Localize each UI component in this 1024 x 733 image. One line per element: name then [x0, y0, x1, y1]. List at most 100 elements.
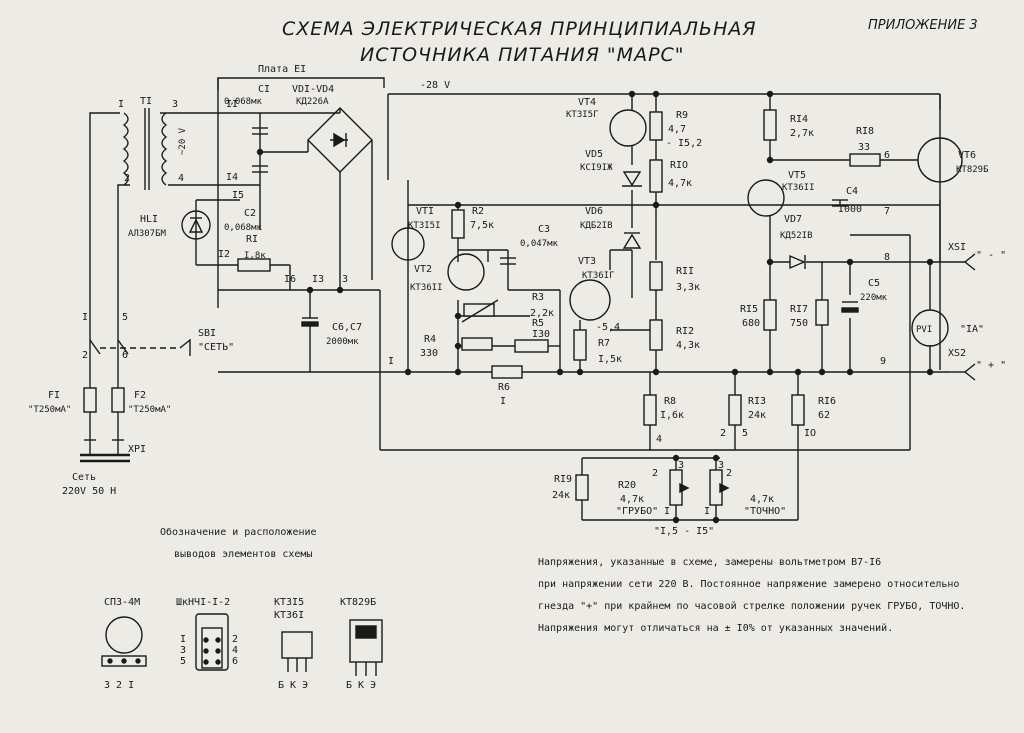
- legend-item-kt829-pins: Б К Э: [346, 680, 376, 691]
- label-pot-pins: "I,5 - I5": [654, 526, 714, 537]
- label-c2-val: 0,068мк: [224, 223, 263, 233]
- legend-title-line-1: Обозначение и расположение: [160, 527, 317, 538]
- label-xp1: XPI: [128, 444, 146, 455]
- label-xs1-sign: " - ": [976, 250, 1006, 261]
- note-line-2: при напряжении сети 220 В. Постоянное на…: [538, 579, 960, 590]
- label-r15: RI5: [740, 304, 758, 315]
- label-r19-val: 24к: [552, 490, 570, 501]
- label-q2: 2: [726, 468, 732, 479]
- label-p2: 2: [652, 468, 658, 479]
- label-f2-val: "T250мА": [128, 405, 171, 415]
- label-r19: RI9: [554, 474, 572, 485]
- legend-conn-right-2: 4: [232, 645, 238, 656]
- label-pv1: PVI: [916, 325, 932, 335]
- label-vd-type: КД226А: [296, 97, 329, 107]
- label-vt3-type: КТ36ІГ: [582, 271, 615, 281]
- label-r9-val: 4,7: [668, 124, 686, 135]
- label-vt5-type: КТ36II: [782, 183, 815, 193]
- label-minus28: -28 V: [420, 80, 450, 91]
- label-c4: C4: [846, 186, 858, 197]
- legend-title-line-2: выводов элементов схемы: [174, 549, 313, 560]
- label-mains-v: 220V 50 H: [62, 486, 116, 497]
- label-r20: R20: [618, 480, 636, 491]
- label-xs2: XS2: [948, 348, 966, 359]
- label-vt6-type: КТ829Б: [956, 165, 989, 175]
- label-xs1: XSI: [948, 242, 966, 253]
- label-r6-val: I: [500, 396, 506, 407]
- title-line-2: ИСТОЧНИКА ПИТАНИЯ "МАРС": [360, 44, 685, 66]
- label-r3-val: 2,2к: [530, 308, 554, 319]
- legend-item-tr-2: КТ36І: [274, 610, 304, 621]
- note-line-4: Напряжения могут отличаться на ± I0% от …: [538, 623, 894, 634]
- label-nI: I: [388, 356, 394, 367]
- label-r20-name: "ГРУБО": [616, 506, 658, 517]
- components: [83, 90, 976, 524]
- label-r1: RI: [246, 234, 258, 245]
- label-s5: 5: [122, 312, 128, 323]
- label-c1-val: 0,068мк: [224, 97, 263, 107]
- label-n16: I6: [284, 274, 296, 285]
- label-c3: C3: [538, 224, 550, 235]
- label-s1: I: [82, 312, 88, 323]
- label-r7: R7: [598, 338, 610, 349]
- label-n2b: 2: [720, 428, 726, 439]
- schematic-labels: Плата EI CI 0,068мк VDI-VD4 КД226А -28 V…: [28, 64, 1006, 537]
- label-xs2-sign: " + ": [976, 360, 1006, 371]
- label-vt3: VT3: [578, 256, 596, 267]
- legend-item-tr-pins: Б К Э: [278, 680, 308, 691]
- label-r5-val: I30: [532, 329, 550, 340]
- label-vd7-type: КД52ІВ: [780, 231, 813, 241]
- label-f1-val: "T250мА": [28, 405, 71, 415]
- label-r9: R9: [676, 110, 688, 121]
- label-vd7: VD7: [784, 214, 802, 225]
- label-w3: 3: [172, 99, 178, 110]
- label-n7: 7: [884, 206, 890, 217]
- label-v54: -5,4: [596, 322, 620, 333]
- label-r10: RIO: [670, 160, 688, 171]
- label-r17: RI7: [790, 304, 808, 315]
- label-r3: R3: [532, 292, 544, 303]
- label-v20: ~20 V: [178, 127, 188, 155]
- label-w1: I: [118, 99, 124, 110]
- legend-conn-right-1: 2: [232, 634, 238, 645]
- label-pv1-unit: "IA": [960, 324, 984, 335]
- label-r21-val: 4,7к: [750, 494, 774, 505]
- label-vt4: VT4: [578, 97, 596, 108]
- legend-item-kt829: КТ829Б: [340, 597, 376, 608]
- label-vd: VDI-VD4: [292, 84, 334, 95]
- legend-item-connector: ШкНЧІ-І-2: [176, 597, 230, 608]
- label-w4: 4: [178, 173, 184, 184]
- label-r15-val: 680: [742, 318, 760, 329]
- label-f2: F2: [134, 390, 146, 401]
- label-c2: C2: [244, 208, 256, 219]
- legend-conn-left-2: 3: [180, 645, 186, 656]
- label-n13: I3: [312, 274, 324, 285]
- legend-drawings: [101, 613, 383, 676]
- legend-conn-right-3: 6: [232, 656, 238, 667]
- label-n14: I4: [226, 172, 238, 183]
- label-r10-val: 4,7к: [668, 178, 692, 189]
- label-vd5-type: КСІ9ІЖ: [580, 163, 613, 173]
- label-r11-val: 3,3к: [676, 282, 700, 293]
- label-s2: 2: [82, 350, 88, 361]
- label-r14: RI4: [790, 114, 808, 125]
- label-r14-val: 2,7к: [790, 128, 814, 139]
- label-r18: RI8: [856, 126, 874, 137]
- label-n3: 3: [342, 274, 348, 285]
- label-r12-val: 4,3к: [676, 340, 700, 351]
- label-hl1-type: АЛ307БМ: [128, 229, 167, 239]
- label-vt4-type: КТ3І5Г: [566, 110, 599, 120]
- label-r1-val: I,8к: [244, 251, 266, 261]
- label-hl1: HLI: [140, 214, 158, 225]
- note-line-3: гнезда "+" при крайнем по часовой стрелк…: [538, 601, 966, 612]
- label-vt2: VT2: [414, 264, 432, 275]
- label-sb1: SBI: [198, 328, 216, 339]
- label-vd6-type: КДБ2ІВ: [580, 221, 613, 231]
- label-c4-val: I000: [838, 204, 862, 215]
- label-n5b: 5: [742, 428, 748, 439]
- label-vt5: VT5: [788, 170, 806, 181]
- label-vt1: VTI: [416, 206, 434, 217]
- label-vt2-type: КТ36II: [410, 283, 443, 293]
- label-r4: R4: [424, 334, 436, 345]
- legend-item-spz-pins: 3 2 I: [104, 680, 134, 691]
